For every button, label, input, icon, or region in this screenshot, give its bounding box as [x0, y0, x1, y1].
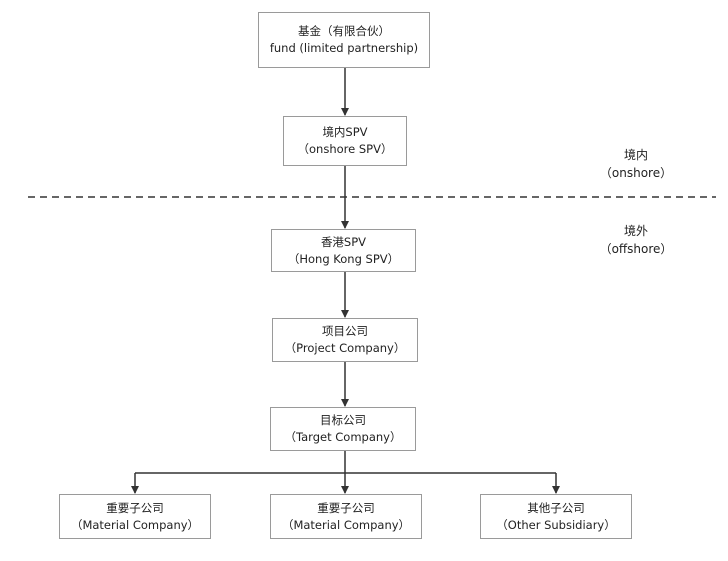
node-material-company-1-en: （Material Company）: [70, 517, 200, 532]
node-other-subsidiary-en: （Other Subsidiary）: [496, 517, 616, 532]
region-offshore-zh: 境外: [623, 224, 648, 238]
node-onshore-spv: 境内SPV （onshore SPV）: [283, 116, 407, 166]
node-project-company: 项目公司 （Project Company）: [272, 318, 418, 362]
node-project-company-en: （Project Company）: [284, 341, 406, 355]
node-material-company-2-en: （Material Company）: [281, 517, 411, 532]
node-fund: 基金（有限合伙） fund (limited partnership): [258, 12, 430, 68]
node-other-subsidiary-zh: 其他子公司: [527, 500, 585, 515]
node-material-company-2-zh: 重要子公司: [317, 500, 375, 515]
node-onshore-spv-zh: 境内SPV: [322, 125, 368, 139]
node-target-company: 目标公司 （Target Company）: [270, 407, 416, 451]
node-fund-en: fund (limited partnership): [269, 41, 419, 55]
node-hk-spv-zh: 香港SPV: [320, 234, 367, 249]
node-hk-spv: 香港SPV （Hong Kong SPV）: [271, 229, 416, 272]
node-target-company-zh: 目标公司: [320, 413, 366, 427]
node-fund-zh: 基金（有限合伙）: [298, 24, 390, 38]
node-material-company-1: 重要子公司 （Material Company）: [59, 494, 211, 539]
node-hk-spv-en: （Hong Kong SPV）: [287, 251, 400, 266]
node-material-company-1-zh: 重要子公司: [106, 500, 164, 515]
region-label-offshore: 境外 （offshore）: [600, 222, 673, 258]
region-onshore-en: （onshore）: [599, 166, 673, 180]
node-other-subsidiary: 其他子公司 （Other Subsidiary）: [480, 494, 632, 539]
region-onshore-zh: 境内: [623, 148, 649, 162]
node-target-company-en: （Target Company）: [284, 430, 402, 444]
region-offshore-en: （offshore）: [599, 242, 673, 256]
node-project-company-zh: 项目公司: [322, 324, 368, 338]
region-label-onshore: 境内 （onshore）: [600, 146, 672, 182]
node-material-company-2: 重要子公司 （Material Company）: [270, 494, 422, 539]
node-onshore-spv-en: （onshore SPV）: [297, 142, 393, 156]
